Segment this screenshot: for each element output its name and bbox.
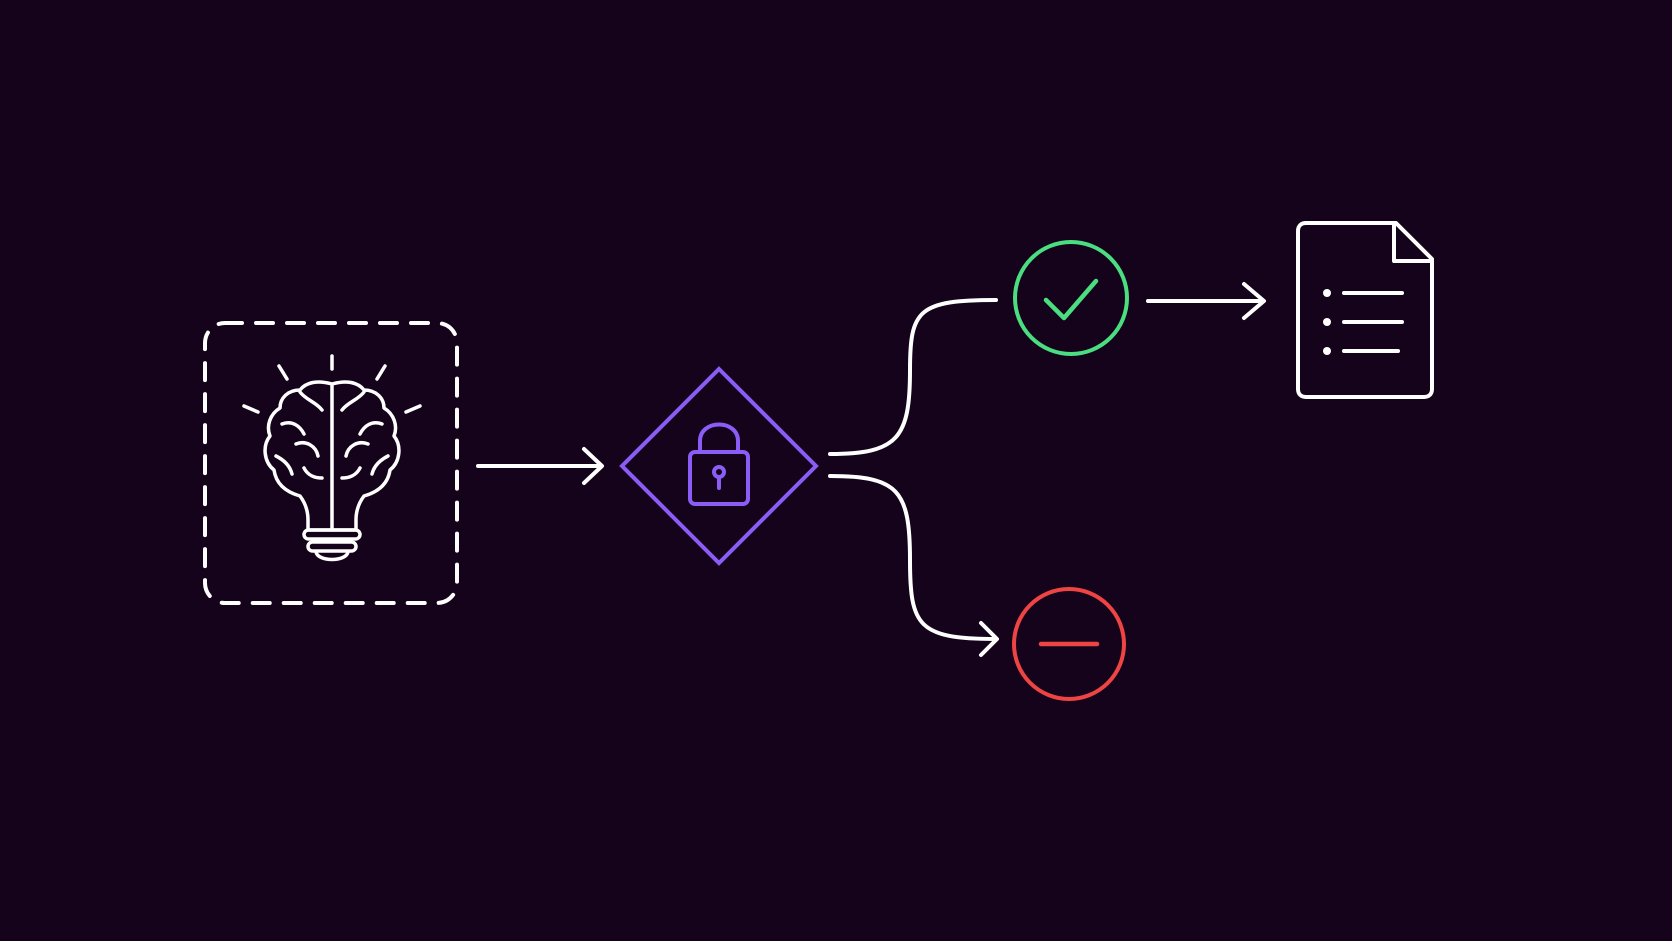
idea-dashed-frame [203,321,459,605]
document-list-icon [1296,221,1434,399]
idea-node [203,321,459,605]
edge-idea-to-gate [476,447,604,485]
output-node [1296,221,1434,399]
edge-gate-to-rejected [828,474,999,657]
edge-gate-to-approved [828,298,998,456]
gate-node [619,366,819,566]
brain-lightbulb-icon [242,354,422,562]
checkmark-icon [1043,278,1099,321]
padlock-icon [688,422,750,506]
rejected-circle [1012,587,1126,701]
gate-diamond [619,366,819,566]
edge-approved-to-output [1146,282,1266,320]
document-bullets [1323,289,1331,355]
approved-node [1013,240,1129,356]
rejected-node [1012,587,1126,701]
approved-circle [1013,240,1129,356]
